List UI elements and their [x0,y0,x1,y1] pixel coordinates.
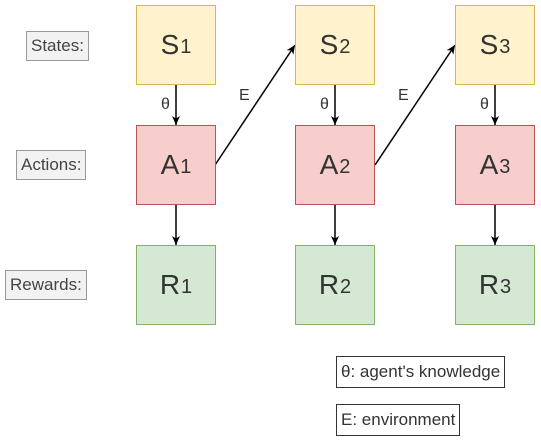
node-symbol: S [160,29,180,60]
row-label-states: States: [26,31,89,61]
edge-label-theta-1: θ [160,96,171,114]
edge-label-theta-3: θ [479,96,490,114]
legend-environment: E: environment [336,404,461,436]
edge-label-e-1: E [238,87,251,105]
row-label-rewards: Rewards: [5,270,87,300]
node-subscript: 1 [180,35,192,58]
node-symbol: A [319,149,339,180]
node-symbol: R [159,269,181,300]
node-symbol: R [318,269,340,300]
edge-label-e-2: E [397,87,410,105]
node-subscript: 3 [499,155,511,178]
node-subscript: 3 [500,275,512,298]
node-subscript: 1 [181,275,193,298]
node-subscript: 2 [339,35,351,58]
node-subscript: 2 [340,275,352,298]
node-subscript: 2 [339,155,351,178]
node-symbol: A [479,149,499,180]
node-symbol: A [160,149,180,180]
edge-label-theta-2: θ [319,96,330,114]
node-subscript: 3 [499,35,511,58]
node-subscript: 1 [180,155,192,178]
node-symbol: R [478,269,500,300]
node-symbol: S [479,29,499,60]
legend-theta: θ: agent's knowledge [336,356,506,388]
edge-a1-s2 [214,44,296,166]
node-symbol: S [319,29,339,60]
row-label-actions: Actions: [16,150,87,180]
edge-a2-s3 [374,44,456,166]
